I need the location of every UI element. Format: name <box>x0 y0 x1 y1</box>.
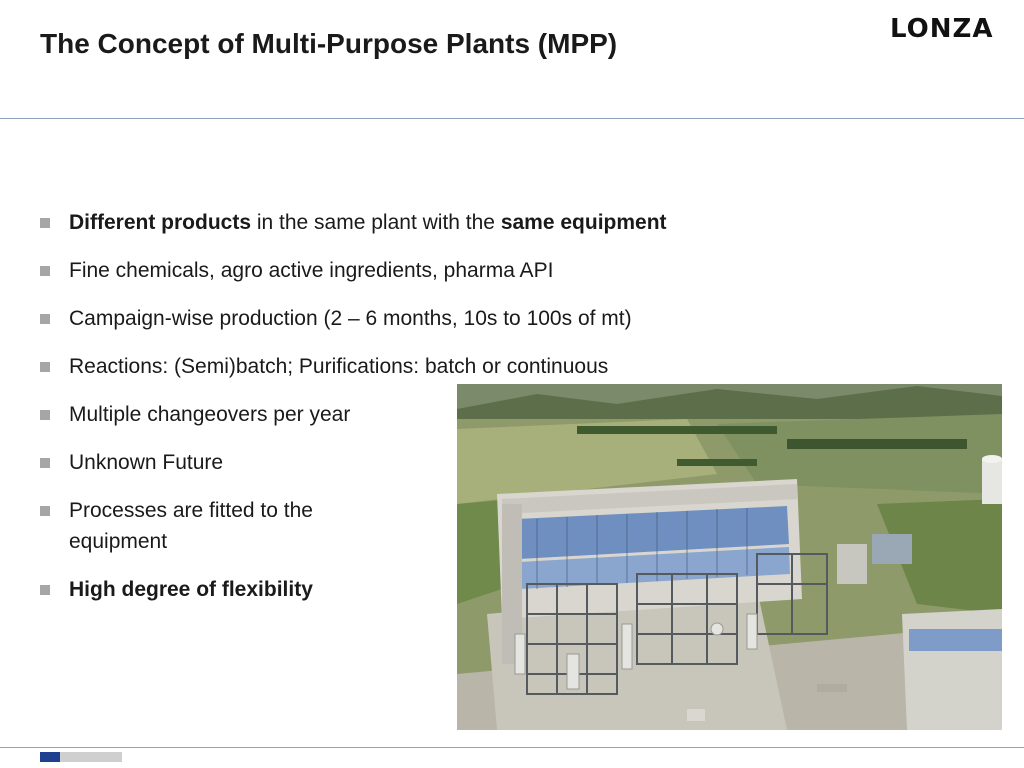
bullet-list: Different products in the same plant wit… <box>40 207 667 622</box>
bullet-text: Processes are fitted to the equipment <box>69 499 313 553</box>
list-item: Different products in the same plant wit… <box>40 207 667 238</box>
square-bullet-icon <box>40 585 50 595</box>
lonza-logo: LONZA <box>890 14 994 44</box>
plant-aerial-photo <box>457 384 1002 730</box>
list-item: Multiple changeovers per year <box>40 399 667 430</box>
square-bullet-icon <box>40 266 50 276</box>
bullet-text: Fine chemicals, agro active ingredients,… <box>69 259 554 282</box>
list-item: Unknown Future <box>40 447 667 478</box>
footer-accent-light <box>60 752 122 762</box>
header-divider <box>0 118 1024 119</box>
bullet-text: Unknown Future <box>69 451 224 474</box>
list-item: High degree of flexibility <box>40 574 667 605</box>
bullet-text: Campaign-wise production (2 – 6 months, … <box>69 307 632 330</box>
square-bullet-icon <box>40 218 50 228</box>
bullet-text: in the same plant with the <box>251 211 501 234</box>
bullet-text: Reactions: (Semi)batch; Purifications: b… <box>69 355 609 378</box>
square-bullet-icon <box>40 314 50 324</box>
list-item: Reactions: (Semi)batch; Purifications: b… <box>40 351 667 382</box>
footer-divider <box>0 747 1024 748</box>
slide-title: The Concept of Multi-Purpose Plants (MPP… <box>40 28 618 59</box>
bullet-text: Multiple changeovers per year <box>69 403 351 426</box>
industrial-plant-illustration <box>457 384 1002 730</box>
square-bullet-icon <box>40 362 50 372</box>
list-item: Campaign-wise production (2 – 6 months, … <box>40 303 667 334</box>
square-bullet-icon <box>40 410 50 420</box>
list-item: Processes are fitted to the equipment <box>40 495 389 557</box>
bullet-bold-tail: same equipment <box>500 211 667 234</box>
bullet-bold-lead: Different products <box>69 211 252 234</box>
list-item: Fine chemicals, agro active ingredients,… <box>40 255 667 286</box>
square-bullet-icon <box>40 506 50 516</box>
bullet-text: High degree of flexibility <box>69 578 313 601</box>
square-bullet-icon <box>40 458 50 468</box>
footer-accent-dark <box>40 752 60 762</box>
